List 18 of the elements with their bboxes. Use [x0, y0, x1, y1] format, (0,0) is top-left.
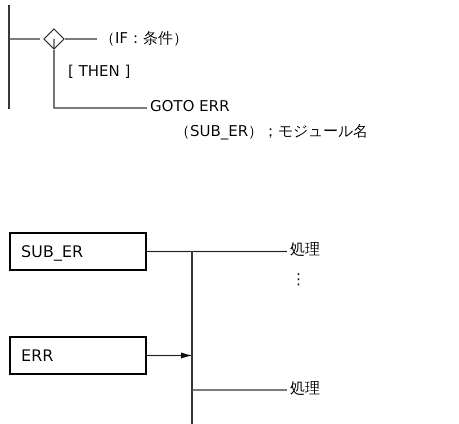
- annotation-text: （SUB_ER）；モジュール名: [175, 122, 368, 141]
- module-box: ERR: [9, 336, 147, 375]
- connector-line: [65, 38, 97, 40]
- connector-line: [10, 38, 40, 40]
- statement-text: 処理: [290, 379, 320, 401]
- branch-label: [ THEN ]: [68, 62, 130, 80]
- connector-line: [53, 50, 147, 109]
- ellipsis-mark: ⋮: [291, 270, 306, 288]
- statement-text: （IF：条件）: [100, 29, 188, 51]
- statement-text: GOTO ERR: [150, 97, 230, 119]
- vertical-line: [191, 251, 193, 424]
- connector-line: [147, 250, 287, 252]
- vertical-line: [8, 5, 10, 109]
- connector-line: [193, 389, 287, 391]
- decision-diamond: [43, 28, 65, 50]
- module-box: SUB_ER: [9, 232, 147, 271]
- statement-text: 処理: [290, 240, 320, 262]
- arrow: [147, 352, 191, 358]
